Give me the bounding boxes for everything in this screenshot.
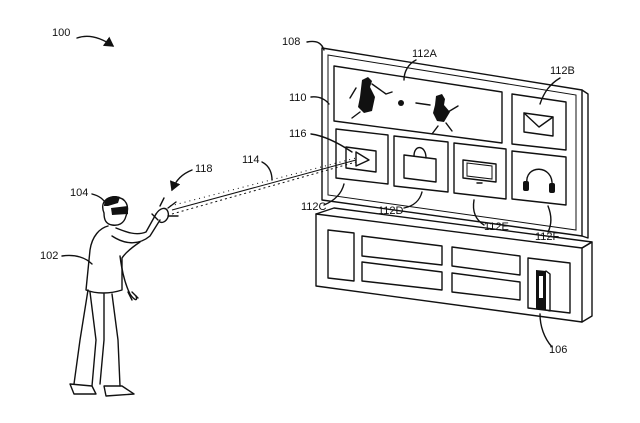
headphones-icon: [523, 169, 555, 193]
label-system: 100: [52, 27, 70, 39]
leader-118: [172, 170, 192, 190]
leader-106: [540, 314, 552, 347]
label-tile-d: 112D: [378, 205, 404, 217]
game-console-icon: [536, 270, 550, 311]
tile-112d: [394, 136, 448, 192]
tile-112e: [454, 143, 506, 199]
label-tile-e: 112E: [484, 221, 509, 233]
head-mounted-display-icon: [111, 206, 128, 215]
label-tile-f: 112F: [535, 231, 560, 243]
label-tile-a: 112A: [412, 48, 438, 60]
tile-112b: [512, 94, 566, 150]
label-ray: 114: [242, 154, 260, 166]
tile-112f: [512, 151, 566, 205]
leader-system: [77, 36, 113, 46]
leader-110: [311, 97, 329, 104]
leader-112f: [548, 206, 551, 232]
tile-112c: [336, 129, 388, 184]
label-hand-gesture: 118: [195, 163, 213, 175]
shopping-bag-icon: [404, 148, 436, 182]
label-display-outer: 108: [282, 36, 300, 48]
mail-icon: [524, 113, 553, 136]
label-display-inner: 110: [289, 92, 307, 104]
label-tile-b: 112B: [550, 65, 575, 77]
label-head-device: 104: [70, 187, 88, 199]
person: [70, 196, 168, 396]
leader-102: [62, 255, 92, 264]
leader-112d: [404, 192, 422, 208]
label-cursor: 116: [289, 128, 307, 140]
label-user: 102: [40, 250, 58, 262]
leader-114: [262, 162, 272, 180]
tv-icon: [463, 160, 496, 183]
label-tile-c: 112C: [301, 201, 327, 213]
